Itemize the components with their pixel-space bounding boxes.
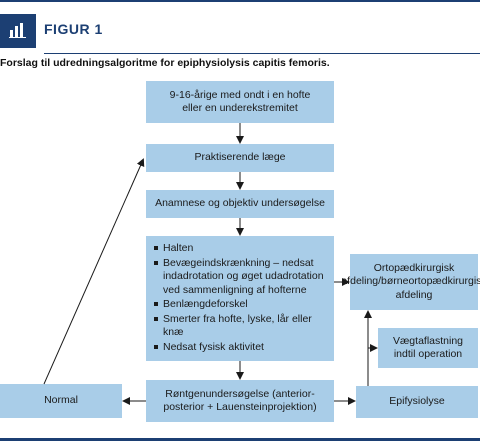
bottom-rule (0, 438, 480, 441)
box-orthopedics-text: Ortopædkirurgisk afdeling/børneortopædki… (341, 261, 480, 301)
box-normal-text: Normal (44, 394, 78, 407)
figure-header: FIGUR 1 (0, 14, 480, 54)
box-patient-text: 9-16-årige med ondt i en hofte eller en … (169, 88, 311, 115)
box-history-text: Anamnese og objektiv undersøgelse (155, 197, 325, 210)
figure-caption: Forslag til udredningsalgoritme for epip… (0, 57, 330, 69)
bar-chart-icon (0, 14, 36, 48)
box-xray-text: Røntgenundersøgelse (anterior-posterior … (163, 387, 317, 414)
top-rule (0, 0, 480, 2)
finding-item: Smerter fra hofte, lyske, lår eller knæ (154, 313, 326, 340)
box-gp-text: Praktiserende læge (194, 151, 286, 164)
figure-label: FIGUR 1 (44, 21, 103, 37)
findings-list: Halten Bevægeindskrænkning – nedsat inda… (154, 242, 326, 355)
box-findings: Halten Bevægeindskrænkning – nedsat inda… (146, 236, 334, 361)
finding-item: Halten (154, 242, 326, 256)
finding-item: Bevægeindskrænkning – nedsat indadrotati… (154, 257, 326, 298)
box-normal: Normal (0, 384, 122, 418)
box-gp: Praktiserende læge (146, 144, 334, 172)
box-weight-relief-text: Vægtaflastning indtil operation (392, 334, 464, 361)
finding-item: Benlængdeforskel (154, 298, 326, 312)
header-rule (44, 53, 480, 54)
box-xray: Røntgenundersøgelse (anterior-posterior … (146, 380, 334, 422)
arrow-normal-to-gp-line (43, 158, 145, 385)
finding-item: Nedsat fysisk aktivitet (154, 341, 326, 355)
box-epiphysiolysis: Epifysiolyse (356, 386, 478, 418)
box-history: Anamnese og objektiv undersøgelse (146, 190, 334, 218)
box-weight-relief: Vægtaflastning indtil operation (378, 328, 478, 368)
box-patient: 9-16-årige med ondt i en hofte eller en … (146, 81, 334, 123)
box-epiphysiolysis-text: Epifysiolyse (389, 395, 445, 408)
box-orthopedics: Ortopædkirurgisk afdeling/børneortopædki… (341, 254, 480, 310)
